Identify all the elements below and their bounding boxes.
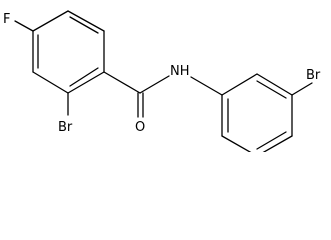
double-bond-inner (256, 131, 287, 150)
bromine-ortho-label: Br (58, 120, 73, 135)
bond (221, 135, 252, 152)
double-bond-inner (69, 16, 99, 34)
fluorine-label: F (3, 12, 10, 27)
bond (32, 10, 69, 32)
bond (67, 71, 105, 94)
left-benzene-ring (32, 10, 105, 94)
bond-nitrogen-to-ring (190, 76, 223, 96)
nitrogen-hydrogen-label: NH (170, 64, 190, 79)
bromine-meta-label: Br (306, 68, 321, 83)
bond-carbonyl-to-nitrogen (139, 75, 170, 94)
double-bond-inner (69, 67, 99, 87)
bond (256, 73, 293, 96)
bond (221, 73, 258, 96)
chemical-structure: F Br O NH Br (3, 10, 321, 152)
bond-to-fluorine (14, 20, 34, 32)
right-benzene-ring (221, 73, 293, 152)
bond-to-bromine-meta (291, 82, 313, 96)
double-bond-inner (256, 80, 287, 99)
oxygen-label: O (135, 120, 145, 135)
bond-ring-to-carbonyl (103, 71, 141, 94)
bond (67, 10, 105, 32)
bond (262, 135, 293, 152)
bond (32, 71, 69, 94)
